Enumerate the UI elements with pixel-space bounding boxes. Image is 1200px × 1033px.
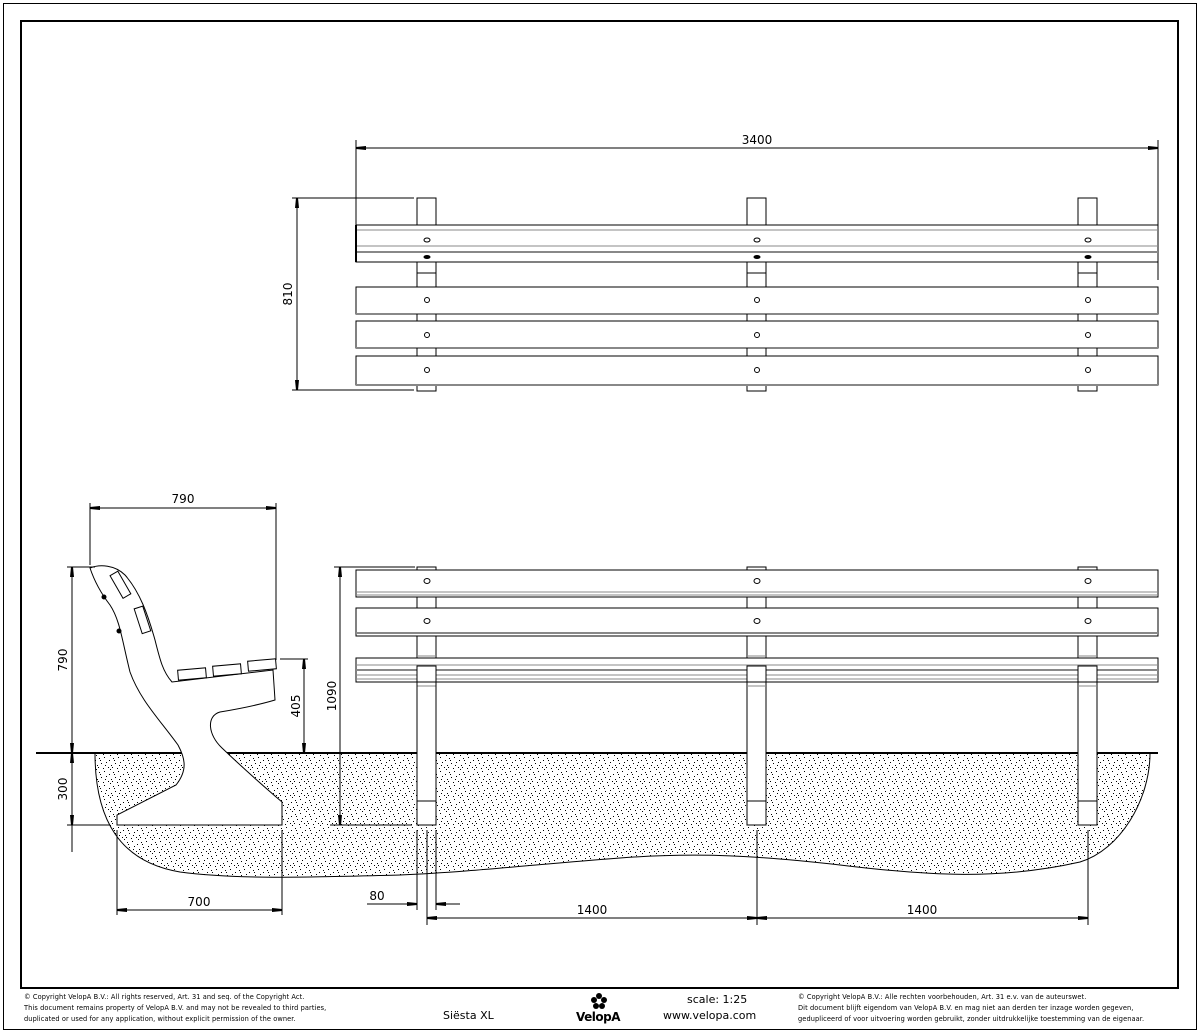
- side-view: [67, 503, 308, 915]
- product-name: Siësta XL: [443, 1009, 494, 1022]
- top-view: [292, 140, 1159, 392]
- dim-post-length: 1090: [325, 681, 339, 712]
- dim-post-spacing-2: 1400: [907, 903, 938, 917]
- dim-side-height: 790: [56, 649, 70, 672]
- dim-top-height: 810: [281, 283, 295, 306]
- dim-side-depth: 790: [172, 492, 195, 506]
- copyright-nl-line-1: © Copyright VelopA B.V.: Alle rechten vo…: [798, 993, 1087, 1001]
- dim-overall-length: 3400: [742, 133, 773, 147]
- dim-foundation-depth: 300: [56, 778, 70, 801]
- copyright-en-line-2: This document remains property of VelopA…: [24, 1004, 327, 1012]
- flower-icon: [591, 993, 607, 1009]
- copyright-en-line-3: duplicated or used for any application, …: [24, 1015, 296, 1023]
- front-view: [330, 566, 1159, 925]
- copyright-nl: © Copyright VelopA B.V.: Alle rechten vo…: [798, 992, 1144, 1025]
- copyright-en-line-1: © Copyright VelopA B.V.: All rights rese…: [24, 993, 305, 1001]
- website-link[interactable]: www.velopa.com: [663, 1009, 757, 1022]
- copyright-nl-line-2: Dit document blijft eigendom van VelopA …: [798, 1004, 1134, 1012]
- copyright-en: © Copyright VelopA B.V.: All rights rese…: [24, 992, 326, 1025]
- scale-label: scale: 1:25: [687, 993, 748, 1006]
- copyright-nl-line-3: gedupliceerd of voor uitvoering worden g…: [798, 1015, 1145, 1023]
- dim-post-width: 80: [369, 889, 384, 903]
- brand-logo: VelopA: [576, 1010, 621, 1024]
- dim-seat-height: 405: [289, 695, 303, 718]
- dim-foot-length: 700: [188, 895, 211, 909]
- inner-frame: [20, 20, 1179, 989]
- outer-frame: [3, 3, 1197, 1030]
- dim-post-spacing-1: 1400: [577, 903, 608, 917]
